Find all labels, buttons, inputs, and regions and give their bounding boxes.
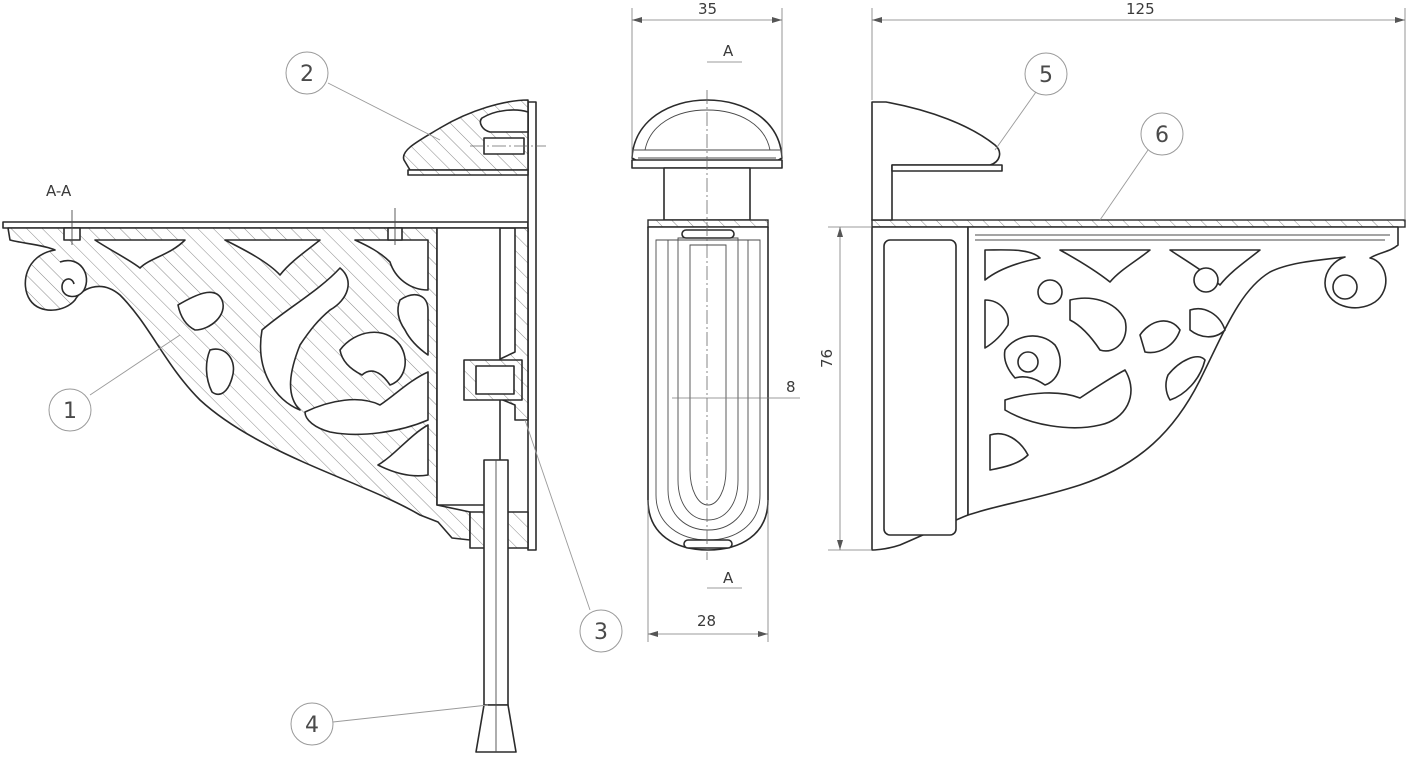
dimension-overall-length: 125 xyxy=(1126,0,1155,18)
balloon-2 xyxy=(285,51,329,95)
balloons: 1 2 3 4 5 6 xyxy=(48,51,1184,746)
balloon-6-label: 6 xyxy=(1155,123,1169,148)
balloon-4-label: 4 xyxy=(305,713,319,738)
section-view-a-a: A-A xyxy=(2,99,546,753)
section-mark-bottom: A xyxy=(723,569,734,587)
shelf-plank-right xyxy=(871,219,1406,228)
top-cap-slot xyxy=(479,109,529,133)
shelf-plank-mid xyxy=(647,219,769,228)
clamp-front xyxy=(647,226,769,551)
opening-7 xyxy=(339,331,406,386)
dimension-top-width: 35 xyxy=(698,0,717,18)
side-plate-window xyxy=(883,239,957,536)
side-view: 125 76 xyxy=(818,0,1406,551)
balloon-2-label: 2 xyxy=(300,62,314,87)
bracket-body-section xyxy=(7,227,471,541)
opening-2 xyxy=(224,239,321,276)
opening-3 xyxy=(354,239,429,291)
dimension-bottom-width: 28 xyxy=(697,612,716,630)
balloon-3-label: 3 xyxy=(594,620,608,645)
top-cap-base xyxy=(407,169,529,176)
wall-plate xyxy=(527,101,537,551)
front-view: A A 8 35 28 xyxy=(631,0,800,642)
balloon-1 xyxy=(48,388,92,432)
section-label: A-A xyxy=(46,182,72,200)
balloon-1-label: 1 xyxy=(63,399,77,424)
dome-cap xyxy=(631,99,783,166)
balloon-5 xyxy=(1024,52,1068,96)
opening-1 xyxy=(94,239,186,269)
balloon-5-label: 5 xyxy=(1039,63,1053,88)
clamp-shoe-inner xyxy=(475,365,515,395)
opening-5 xyxy=(205,348,235,396)
dimension-height: 76 xyxy=(818,349,836,368)
opening-6 xyxy=(259,267,349,411)
shelf-plank-left xyxy=(2,221,529,229)
balloon-3 xyxy=(579,609,623,653)
opening-8 xyxy=(304,371,429,436)
section-mark-top: A xyxy=(723,42,734,60)
dimension-slot: 8 xyxy=(786,378,796,396)
balloon-4 xyxy=(290,702,334,746)
scroll-ring-left xyxy=(59,259,88,298)
opening-10 xyxy=(397,294,429,356)
opening-4 xyxy=(177,291,224,331)
opening-9 xyxy=(377,424,429,477)
balloon-6 xyxy=(1140,112,1184,156)
side-cap xyxy=(871,101,1001,221)
